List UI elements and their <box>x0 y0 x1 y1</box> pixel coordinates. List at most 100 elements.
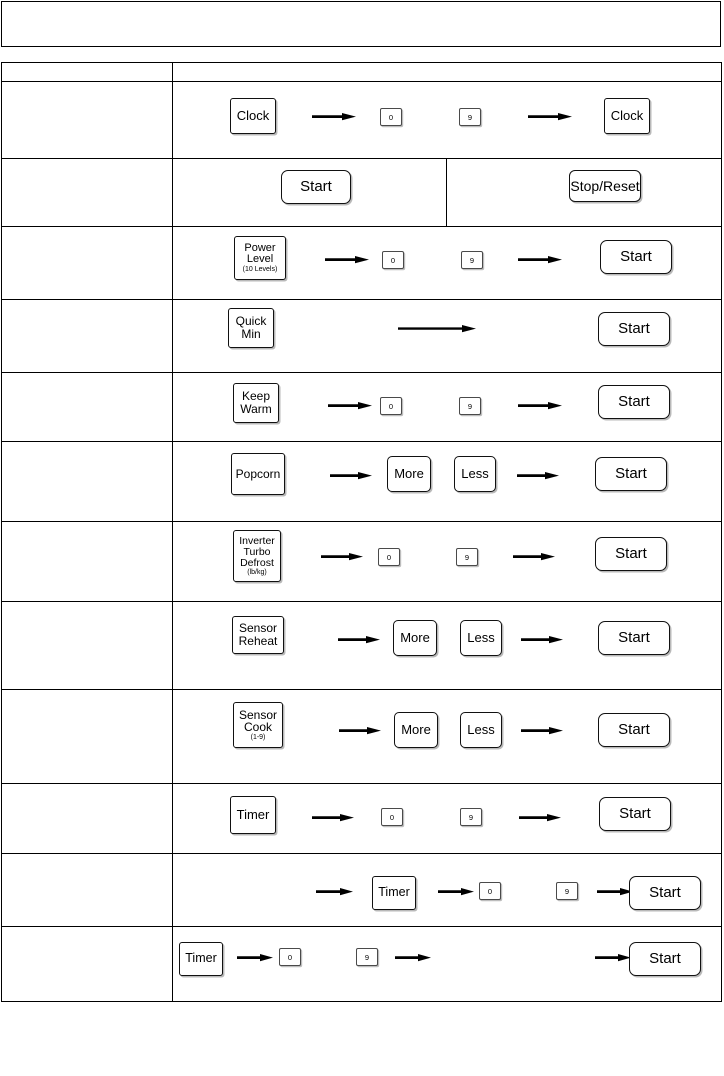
power-level-button[interactable]: Power Level (10 Levels) <box>234 236 286 280</box>
timer-button[interactable]: Timer <box>179 942 223 976</box>
table-row: Timer 0 9 Start <box>1 783 722 854</box>
sensor-reheat-button[interactable]: Sensor Reheat <box>232 616 284 654</box>
numeric-key-0-label: 0 <box>287 952 293 962</box>
numeric-key-9[interactable]: 9 <box>556 882 578 900</box>
numeric-key-9[interactable]: 9 <box>459 397 481 415</box>
timer-button[interactable]: Timer <box>372 876 416 910</box>
right-arrow-icon <box>338 632 380 646</box>
more-button-label: More <box>400 630 430 646</box>
start-button[interactable]: Start <box>629 942 701 976</box>
timer-button[interactable]: Timer <box>230 796 276 834</box>
numeric-key-0[interactable]: 0 <box>380 108 402 126</box>
clock-button[interactable]: Clock <box>230 98 276 134</box>
sensor-cook-line1: Sensor <box>238 707 278 722</box>
numeric-key-9-label: 9 <box>467 112 473 122</box>
numeric-key-0[interactable]: 0 <box>381 808 403 826</box>
start-button-label: Start <box>620 248 652 266</box>
row-label-cell-set-clock <box>1 81 173 159</box>
start-button[interactable]: Start <box>598 385 670 419</box>
more-button[interactable]: More <box>394 712 438 748</box>
table-row: Start Stop/Reset <box>1 158 722 227</box>
numeric-key-9-label: 9 <box>468 812 474 822</box>
right-arrow-icon <box>328 398 372 412</box>
popcorn-button[interactable]: Popcorn <box>231 453 285 495</box>
right-arrow-icon <box>395 950 431 964</box>
numeric-key-9[interactable]: 9 <box>459 108 481 126</box>
more-button-label: More <box>394 466 424 482</box>
row-label-cell-sensor-cook <box>1 689 173 784</box>
inverter-line1: Inverter <box>239 534 275 547</box>
stop-reset-button-label: Stop/Reset <box>570 177 640 194</box>
more-button[interactable]: More <box>387 456 431 492</box>
row-label-cell-start-stop <box>1 158 173 227</box>
row-label-cell-sensor-reheat <box>1 601 173 690</box>
more-button-label: More <box>401 722 431 738</box>
start-button[interactable]: Start <box>600 240 672 274</box>
top-note-box <box>1 1 721 47</box>
clock-confirm-button[interactable]: Clock <box>604 98 650 134</box>
start-button-label: Start <box>618 721 650 739</box>
table-row: Sensor Reheat More Less <box>1 601 722 690</box>
keep-warm-button[interactable]: Keep Warm <box>233 383 279 423</box>
row-steps-cell-start-stop: Start Stop/Reset <box>172 158 722 227</box>
row-steps-cell-inverter-turbo-defrost: Inverter Turbo Defrost (lb/kg) 0 9 <box>172 521 722 602</box>
start-button[interactable]: Start <box>599 797 671 831</box>
clock-confirm-label: Clock <box>610 108 644 124</box>
start-button[interactable]: Start <box>598 621 670 655</box>
start-button[interactable]: Start <box>598 312 670 346</box>
start-button[interactable]: Start <box>281 170 351 204</box>
start-button-label: Start <box>649 884 681 902</box>
timer-button-label: Timer <box>236 807 270 823</box>
start-button[interactable]: Start <box>595 537 667 571</box>
right-arrow-icon <box>325 252 369 266</box>
right-arrow-icon <box>595 950 631 964</box>
start-button-label: Start <box>619 805 651 823</box>
numeric-key-9-label: 9 <box>564 886 570 896</box>
row-steps-cell-timer-b: Timer 0 9 Start <box>172 853 722 927</box>
less-button[interactable]: Less <box>460 712 502 748</box>
less-button[interactable]: Less <box>460 620 502 656</box>
less-button-label: Less <box>461 466 489 482</box>
numeric-key-9[interactable]: 9 <box>456 548 478 566</box>
stop-reset-button[interactable]: Stop/Reset <box>569 170 641 202</box>
more-button[interactable]: More <box>393 620 437 656</box>
right-arrow-icon <box>312 109 356 123</box>
row-steps-cell-power-level: Power Level (10 Levels) 0 9 <box>172 226 722 300</box>
numeric-key-0-label: 0 <box>390 255 396 265</box>
right-arrow-icon <box>528 109 572 123</box>
inverter-turbo-defrost-button[interactable]: Inverter Turbo Defrost (lb/kg) <box>233 530 281 582</box>
right-arrow-icon <box>398 321 476 335</box>
numeric-key-0[interactable]: 0 <box>378 548 400 566</box>
right-arrow-icon <box>237 950 273 964</box>
header-cell-feature <box>1 62 173 82</box>
numeric-key-0[interactable]: 0 <box>479 882 501 900</box>
row-label-cell-keep-warm <box>1 372 173 442</box>
start-button[interactable]: Start <box>598 713 670 747</box>
row-steps-cell-sensor-reheat: Sensor Reheat More Less <box>172 601 722 690</box>
start-button[interactable]: Start <box>595 457 667 491</box>
quick-min-button[interactable]: Quick Min <box>228 308 274 348</box>
sensor-reheat-line2: Reheat <box>238 634 278 648</box>
sensor-cook-button[interactable]: Sensor Cook (1-9) <box>233 702 283 748</box>
right-arrow-icon <box>519 810 561 824</box>
start-button[interactable]: Start <box>629 876 701 910</box>
table-row: Keep Warm 0 9 St <box>1 372 722 442</box>
less-button[interactable]: Less <box>454 456 496 492</box>
right-arrow-icon <box>312 810 354 824</box>
numeric-key-0[interactable]: 0 <box>279 948 301 966</box>
numeric-key-0[interactable]: 0 <box>380 397 402 415</box>
numeric-key-9[interactable]: 9 <box>356 948 378 966</box>
right-arrow-icon <box>513 549 555 563</box>
power-level-sublabel: (10 Levels) <box>242 265 278 273</box>
numeric-key-9-label: 9 <box>464 552 470 562</box>
start-button-label: Start <box>649 950 681 968</box>
inverter-line3: Defrost <box>240 556 274 569</box>
table-row: Quick Min Start <box>1 299 722 373</box>
table-header-row <box>1 62 722 82</box>
numeric-key-9[interactable]: 9 <box>461 251 483 269</box>
numeric-key-0-label: 0 <box>487 886 493 896</box>
start-button-label: Start <box>300 178 332 196</box>
numeric-key-0[interactable]: 0 <box>382 251 404 269</box>
numeric-key-9[interactable]: 9 <box>460 808 482 826</box>
numeric-key-0-label: 0 <box>388 112 394 122</box>
